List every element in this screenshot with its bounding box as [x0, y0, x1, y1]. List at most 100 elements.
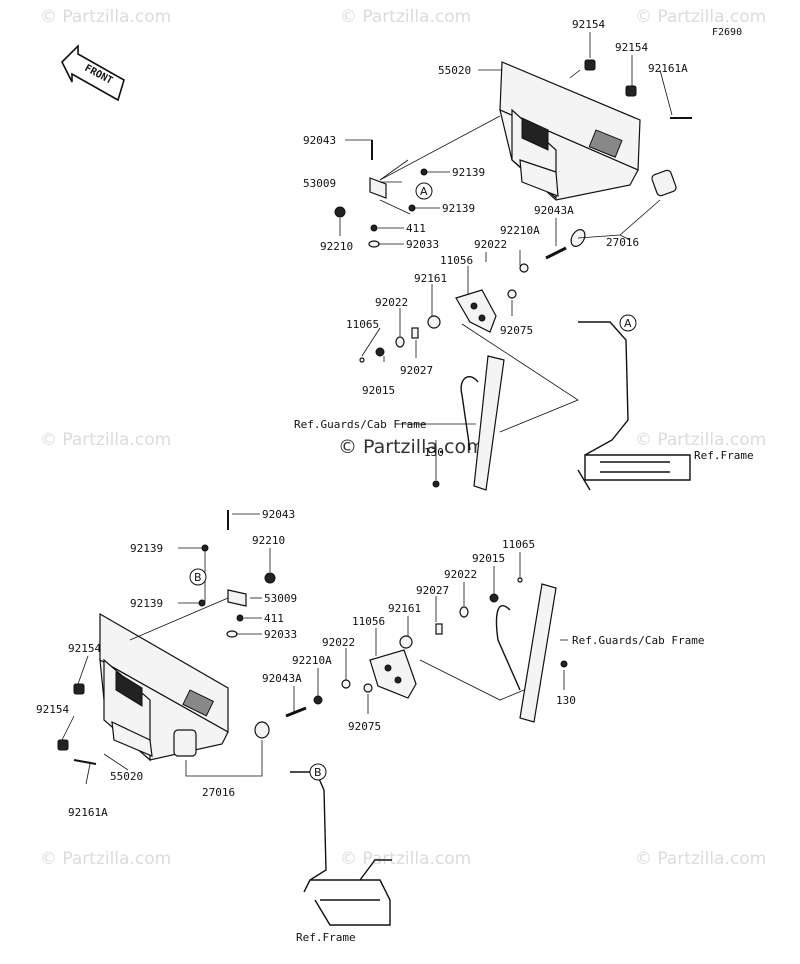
watermark: © Partzilla.com [40, 430, 171, 450]
guard-post-icon [495, 583, 568, 723]
reflector-icon [651, 169, 677, 197]
callout-a-circle [415, 182, 433, 200]
part-label: 92154 [572, 18, 605, 31]
part-label: 92015 [362, 384, 395, 397]
callout-a: A [624, 317, 632, 330]
part-label: 92210A [292, 654, 332, 667]
lamp-housing-icon [99, 612, 229, 762]
frame-icon [577, 321, 691, 491]
part-label: 92075 [348, 720, 381, 733]
part-label: 92043 [303, 134, 336, 147]
callout-b: B [314, 766, 322, 779]
watermark: © Partzilla.com [635, 7, 766, 27]
part-label: 53009 [303, 177, 336, 190]
collar-icon [435, 623, 443, 635]
front-arrow-icon: FRONT [61, 44, 125, 102]
part-label: 130 [556, 694, 576, 707]
nut-icon [507, 289, 517, 299]
washer-icon [368, 240, 380, 248]
part-label: 92027 [400, 364, 433, 377]
watermark: © Partzilla.com [340, 849, 471, 869]
part-label: 411 [406, 222, 426, 235]
part-label: 11065 [502, 538, 535, 551]
grommet-icon [254, 721, 270, 739]
part-label: 55020 [110, 770, 143, 783]
collar-icon [411, 327, 419, 339]
part-label: 92139 [130, 542, 163, 555]
bolt-icon [569, 59, 637, 97]
bolt-icon [57, 739, 69, 751]
reflector-icon [173, 729, 197, 757]
spacer-icon [399, 635, 413, 649]
bracket-icon [369, 177, 387, 199]
part-label: 92161 [414, 272, 447, 285]
clip-icon [73, 759, 97, 765]
part-label: 411 [264, 612, 284, 625]
figure-code: F2690 [712, 27, 742, 38]
part-label: 92139 [130, 597, 163, 610]
callout-b-circle [309, 763, 327, 781]
part-label: 92022 [375, 296, 408, 309]
lower-assembly: B B 92043 92139 92210 53009 92139 411 92… [36, 508, 704, 944]
nut-icon [489, 593, 499, 603]
washer-icon [459, 606, 469, 618]
screw-icon [359, 357, 365, 363]
part-label: 92154 [68, 642, 101, 655]
part-label: 92043A [534, 204, 574, 217]
part-label: 92161 [388, 602, 421, 615]
watermark: © Partzilla.com [635, 430, 766, 450]
part-label: 92022 [444, 568, 477, 581]
part-label: 11056 [440, 254, 473, 267]
part-label: 92154 [615, 41, 648, 54]
part-label: 92139 [452, 166, 485, 179]
upper-assembly: A A 92154 92154 92161A 55020 92043 92139… [294, 18, 754, 491]
part-label: 92210 [320, 240, 353, 253]
washer-icon [370, 224, 378, 232]
part-label: 92075 [500, 324, 533, 337]
ref-guards-cab-frame: Ref.Guards/Cab Frame [572, 634, 704, 647]
part-label: 92022 [474, 238, 507, 251]
part-label: 92161A [648, 62, 688, 75]
part-label: 55020 [438, 64, 471, 77]
mount-plate-icon [455, 289, 497, 333]
part-label: 92027 [416, 584, 449, 597]
part-label: 92210A [500, 224, 540, 237]
washer-icon [226, 630, 238, 638]
callout-b-circle [189, 568, 207, 586]
part-label: 92033 [406, 238, 439, 251]
part-label: 92043A [262, 672, 302, 685]
part-label: 92033 [264, 628, 297, 641]
watermark: © Partzilla.com [40, 849, 171, 869]
part-label: 11056 [352, 615, 385, 628]
ref-frame: Ref.Frame [296, 931, 356, 944]
callout-a-circle [619, 314, 637, 332]
watermark: © Partzilla.com [635, 849, 766, 869]
spacer-icon [427, 315, 441, 329]
part-label: 92154 [36, 703, 69, 716]
bolt-icon [73, 683, 85, 695]
washer-icon [395, 336, 405, 348]
part-label: 130 [424, 446, 444, 459]
watermark: © Partzilla.com [340, 7, 471, 27]
part-label: 92210 [252, 534, 285, 547]
washer-icon [519, 263, 529, 273]
part-label: 92015 [472, 552, 505, 565]
callout-a: A [420, 185, 428, 198]
part-label: 27016 [606, 236, 639, 249]
washer-icon [313, 695, 323, 705]
part-label: 92161A [68, 806, 108, 819]
part-label: 11065 [346, 318, 379, 331]
part-label: 92022 [322, 636, 355, 649]
lamp-housing-icon [499, 61, 641, 201]
ref-guards-cab-frame: Ref.Guards/Cab Frame [294, 418, 426, 431]
nut-icon [363, 683, 373, 693]
bracket-icon [227, 589, 247, 607]
screw-icon [517, 577, 523, 583]
nut-icon [375, 347, 385, 357]
part-label: 92139 [442, 202, 475, 215]
bolt-icon [285, 706, 307, 718]
ref-frame: Ref.Frame [694, 449, 754, 462]
watermark: © Partzilla.com [40, 7, 171, 27]
callout-b: B [194, 571, 202, 584]
